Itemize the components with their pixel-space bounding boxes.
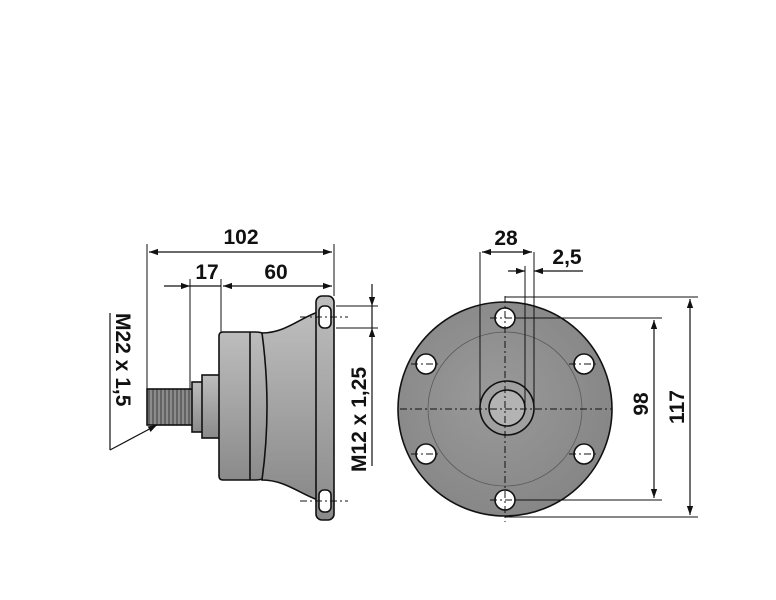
offset-label: 2,5 — [552, 246, 582, 269]
thread-length-label: 17 — [195, 261, 218, 284]
flange-diameter-label: 117 — [666, 390, 689, 424]
body-length-label: 60 — [264, 261, 287, 284]
bolt-thread-label: M12 x 1,25 — [348, 367, 371, 472]
front-view-dimensions: 28 2,5 98 117 — [479, 227, 698, 518]
flange-side — [315, 295, 335, 521]
center-shaft — [488, 389, 526, 427]
overall-length-label: 102 — [223, 226, 258, 249]
side-view-dimensions: 102 17 60 M22 x 1,5 M12 x 1,25 — [109, 226, 378, 472]
hub-fillet — [261, 310, 319, 502]
shaft-thread-label: M22 x 1,5 — [111, 313, 134, 407]
front-view — [397, 296, 613, 522]
side-view — [146, 295, 348, 521]
shaft-thread — [146, 388, 194, 426]
hole-spacing-label: 98 — [630, 392, 653, 416]
pin-diameter-label: 28 — [494, 227, 518, 250]
